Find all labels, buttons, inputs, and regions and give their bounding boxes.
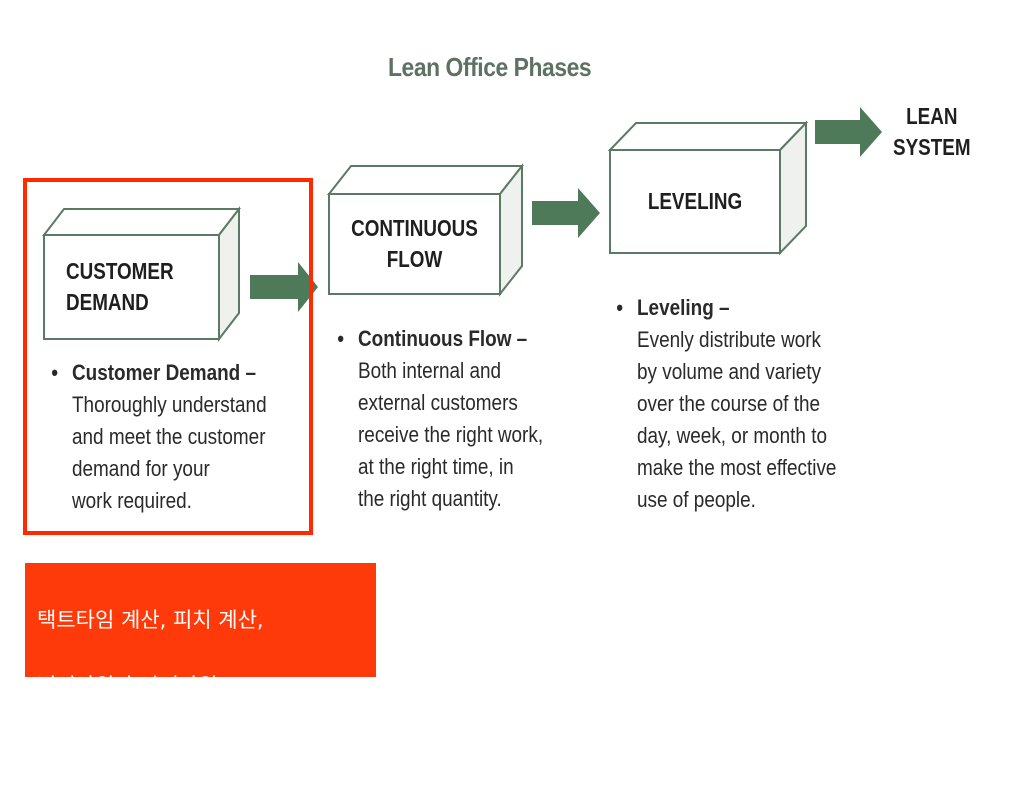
korean-note-box: 택트타임 계산, 피치 계산, 버퍼자원과 안전자원, 5S, 문제 해결 방법…	[25, 563, 376, 764]
customer-demand-box	[41, 206, 242, 342]
description-line: over the course of the	[637, 391, 821, 416]
bullet-icon: •	[51, 360, 58, 385]
phase-diagram	[41, 107, 882, 342]
bullet-icon: •	[337, 326, 344, 351]
description-line: day, week, or month to	[637, 423, 828, 448]
note-line: 택트타임 계산, 피치 계산,	[37, 608, 264, 632]
description-line: work required.	[72, 488, 192, 513]
continuous-flow-box	[326, 163, 525, 297]
customer-demand-box-label: CUSTOMER DEMAND	[66, 258, 174, 315]
description-line: the right quantity.	[358, 486, 502, 511]
description-line: external customers	[358, 390, 518, 415]
description-line: and meet the customer	[72, 424, 266, 449]
description-line: use of people.	[637, 487, 756, 512]
customer-demand-description: • Customer Demand – Thoroughly understan…	[51, 357, 267, 517]
leveling-description: • Leveling – Evenly distribute work by v…	[616, 292, 837, 516]
bullet-icon: •	[616, 295, 623, 320]
lean-system-label: LEAN SYSTEM	[893, 103, 971, 160]
diagram-title: Lean Office Phases	[388, 52, 592, 82]
arrow-right-icon	[532, 188, 600, 238]
note-line: 버퍼자원과 안전자원, 5S,	[37, 674, 265, 698]
leveling-box	[607, 120, 809, 256]
description-line: Thoroughly understand	[72, 392, 267, 417]
phase-heading: Continuous Flow –	[358, 326, 528, 351]
phase-heading: Leveling –	[637, 295, 730, 320]
note-line: 문제 해결 방법들	[37, 740, 186, 764]
description-line: demand for your	[72, 456, 210, 481]
description-line: by volume and variety	[637, 359, 822, 384]
description-line: Both internal and	[358, 358, 502, 383]
continuous-flow-box-label: CONTINUOUS FLOW	[351, 215, 478, 272]
arrow-right-icon	[250, 262, 318, 312]
continuous-flow-description: • Continuous Flow – Both internal and ex…	[337, 323, 544, 515]
description-line: at the right time, in	[358, 454, 514, 479]
leveling-box-label: LEVELING	[647, 188, 743, 214]
arrow-right-icon	[815, 107, 882, 157]
phase-heading: Customer Demand –	[72, 360, 256, 385]
description-line: Evenly distribute work	[637, 327, 822, 352]
highlight-frame	[23, 178, 313, 535]
description-line: receive the right work,	[358, 422, 544, 447]
description-line: make the most effective	[637, 455, 837, 480]
